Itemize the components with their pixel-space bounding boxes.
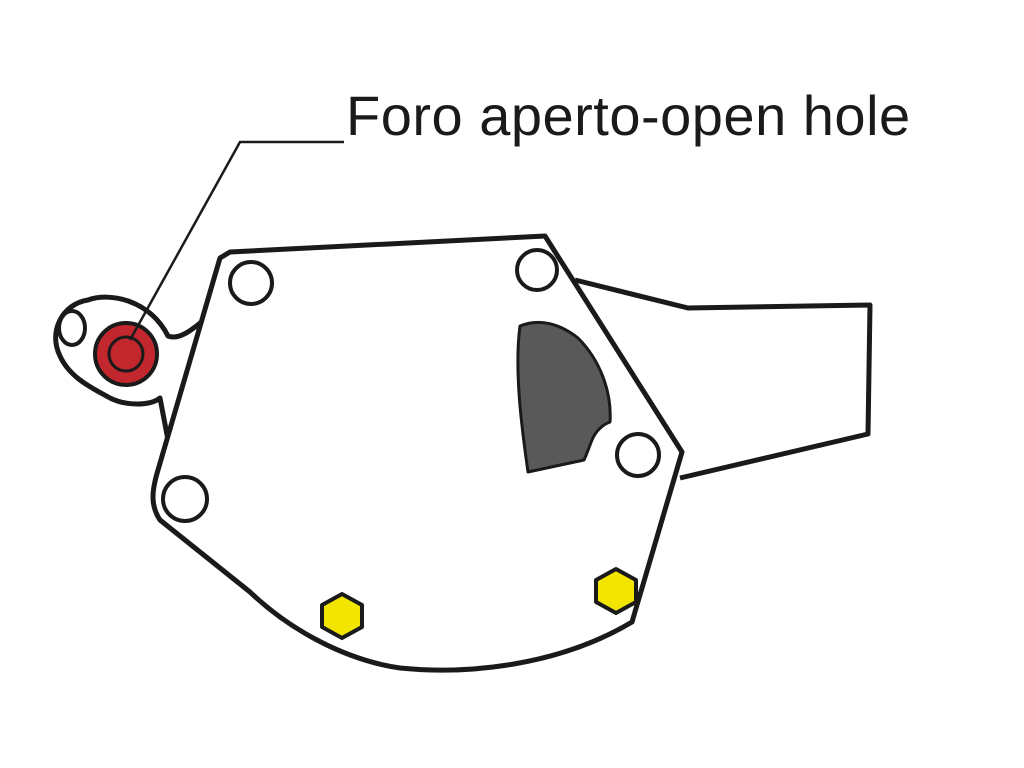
hexagon-bolt-icon (320, 592, 364, 640)
mounting-hole-right (615, 432, 661, 478)
callout-leader-line (128, 140, 344, 341)
mounting-hole-left (161, 475, 209, 523)
dark-window (516, 320, 612, 474)
mounting-hole-top-right (515, 248, 559, 292)
lug-small-hole (57, 309, 87, 347)
open-hole-callout-label: Foro aperto-open hole (346, 84, 911, 147)
mounting-hole-top-left (228, 260, 274, 306)
hexagon-bolt-icon (594, 567, 638, 615)
open-hole-inner-ring (107, 335, 145, 373)
red-circle-icon (93, 321, 159, 387)
extension-arm (574, 277, 873, 481)
